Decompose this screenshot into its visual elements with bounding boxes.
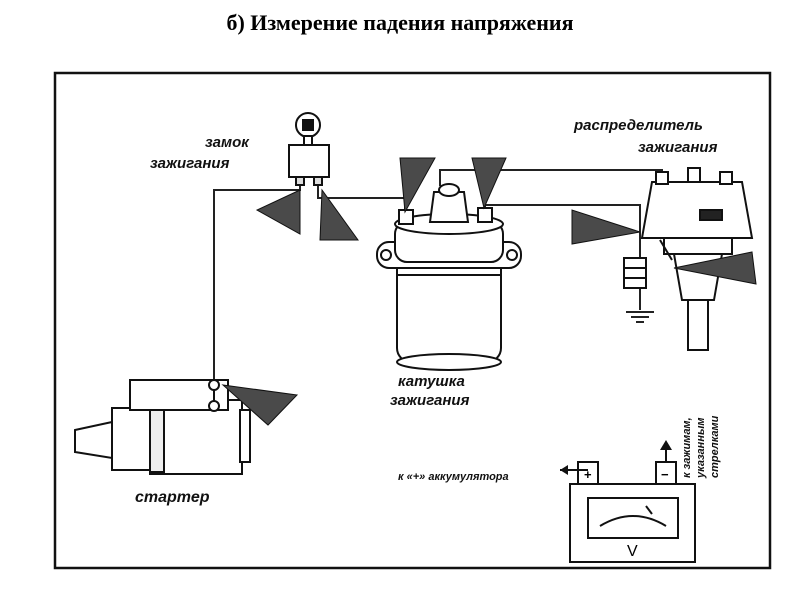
clamps-label-2: указанным xyxy=(695,418,707,480)
coil-label-2: зажигания xyxy=(390,392,470,409)
voltmeter xyxy=(560,440,696,563)
measurement-arrows xyxy=(221,157,757,426)
arrow-lock-left xyxy=(255,189,301,235)
arrow-lock-right xyxy=(319,188,359,241)
meter-plus-label: + xyxy=(584,467,592,482)
battery-label: к «+» аккумулятора xyxy=(398,471,509,483)
clamps-label-1: к зажимам, xyxy=(681,417,693,478)
distributor-label-2: зажигания xyxy=(638,139,718,156)
arrow-coil-left xyxy=(399,157,436,214)
clamps-label: к зажимам, указанным стрелками xyxy=(681,415,721,479)
coil-label-1: катушка xyxy=(398,373,465,390)
ignition-coil xyxy=(376,183,522,371)
figure-title: б) Измерение падения напряжения xyxy=(226,10,574,35)
meter-unit-label: V xyxy=(627,543,638,560)
clamps-label-3: стрелками xyxy=(709,415,721,478)
arrow-starter xyxy=(221,384,299,426)
starter xyxy=(74,379,251,475)
ignition-lock-label-2: зажигания xyxy=(150,155,230,172)
ignition-lock-label-1: замок xyxy=(205,134,250,151)
meter-minus-label: − xyxy=(661,467,669,482)
arrow-distributor-ground xyxy=(673,251,757,285)
starter-label: стартер xyxy=(135,489,210,506)
arrow-distributor-terminal xyxy=(571,209,641,245)
ignition-lock xyxy=(288,112,330,186)
distributor-label-1: распределитель xyxy=(573,117,703,134)
diagram-frame xyxy=(53,71,772,570)
arrow-coil-right xyxy=(471,157,507,210)
